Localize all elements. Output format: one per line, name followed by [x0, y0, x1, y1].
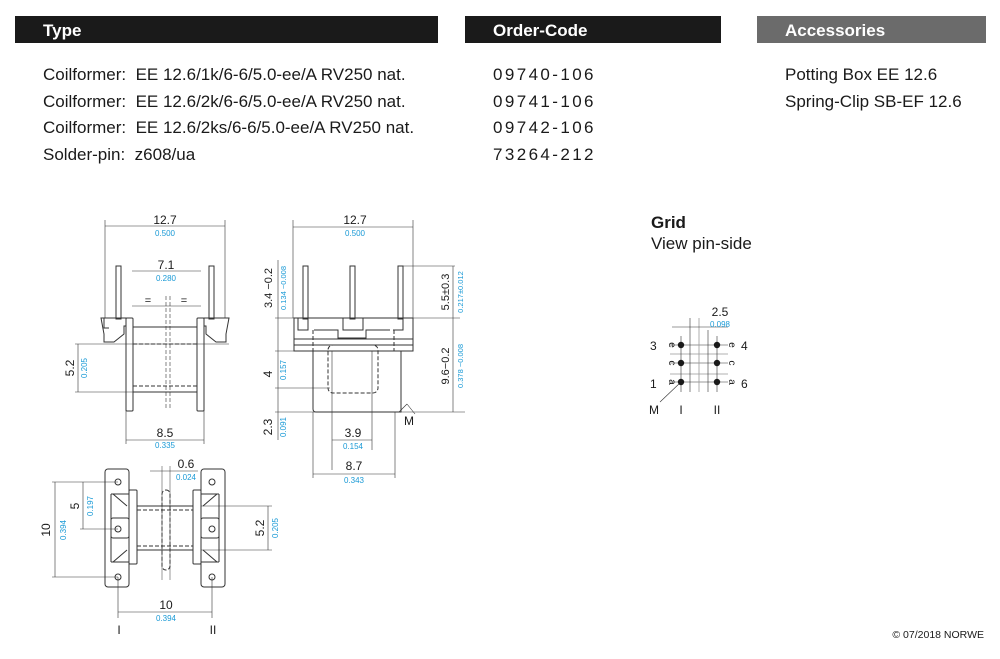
side-window-width-mm: 3.9	[345, 426, 362, 440]
side-window-height-mm: 4	[261, 370, 275, 377]
side-top-height-inch: 0.134 −0.008	[279, 266, 288, 310]
grid-marker-m: M	[649, 403, 659, 417]
grid-letter-c-right: c	[726, 361, 737, 366]
order-code: 73264-212	[493, 144, 596, 164]
side-bottom-height-inch: 0.091	[279, 416, 288, 437]
side-window-width-inch: 0.154	[343, 442, 364, 451]
grid-letter-e-left: e	[666, 342, 677, 348]
side-pin-length-mm: 5.5±0.3	[440, 274, 452, 311]
grid-row-label-i: I	[679, 403, 682, 417]
grid-pin-3: 3	[650, 339, 657, 353]
pin-1	[677, 378, 685, 386]
order-code: 09740-106	[493, 65, 596, 84]
top-pin-row-span-inch: 0.394	[59, 519, 68, 540]
front-width-mm: 12.7	[153, 213, 177, 227]
grid-pin-1: 1	[650, 377, 657, 391]
accessories-list: Potting Box EE 12.6 Spring-Clip SB-EF 12…	[785, 62, 962, 115]
order-code-list: 09740-106 09741-106 09742-106 73264-212	[493, 62, 596, 168]
type-label: Coilformer:	[43, 91, 127, 111]
type-label: Coilformer:	[43, 118, 127, 137]
front-winding-height-mm: 5.2	[63, 359, 77, 376]
top-view-drawing	[52, 466, 272, 618]
type-label: Solder-pin:	[43, 144, 126, 164]
side-base-width-mm: 8.7	[346, 459, 363, 473]
grid-letter-a-right: a	[726, 379, 737, 385]
accessories-header: Accessories	[757, 16, 986, 43]
side-body-height-mm: 9.6−0.2	[440, 347, 452, 384]
grid-letter-a-left: a	[666, 379, 677, 385]
front-view-drawing	[75, 220, 230, 444]
front-winding-height-inch: 0.205	[80, 357, 89, 378]
side-view-drawing	[275, 220, 465, 478]
front-pin-spacing-inch: 0.280	[156, 274, 177, 283]
side-body-height-inch: 0.378 −0.008	[456, 344, 465, 388]
pin-3	[677, 341, 685, 349]
side-width-mm: 12.7	[343, 213, 367, 227]
top-winding-height-mm: 5.2	[253, 519, 267, 536]
front-width-inch: 0.500	[155, 229, 176, 238]
grid-pitch-mm: 2.5	[712, 305, 729, 319]
front-flange-spacing-inch: 0.335	[155, 441, 176, 450]
grid-subtitle: View pin-side	[651, 234, 752, 253]
top-pin-pitch-mm: 5	[68, 502, 82, 509]
order-code: 09742-106	[493, 118, 596, 137]
pin-4	[713, 341, 721, 349]
side-pin-length-inch: 0.217±0.012	[456, 271, 465, 313]
grid-pitch-inch: 0.098	[710, 320, 731, 329]
row-label-i: I	[117, 623, 120, 637]
side-top-height-mm: 3.4 −0.2	[263, 268, 275, 308]
accessory-item: Potting Box EE 12.6	[785, 65, 938, 84]
top-pin-pitch-inch: 0.197	[86, 495, 95, 516]
type-header-label: Type	[43, 21, 82, 40]
grid-letter-c-left: c	[666, 361, 677, 366]
type-value: EE 12.6/1k/6-6/5.0-ee/A RV250 nat.	[135, 65, 406, 84]
grid-heading: Grid View pin-side	[651, 212, 752, 254]
order-code: 09741-106	[493, 91, 596, 111]
type-header: Type	[15, 16, 438, 43]
type-row: Coilformer: EE 12.6/2k/6-6/5.0-ee/A RV25…	[43, 89, 414, 116]
type-label: Coilformer:	[43, 65, 127, 84]
type-row: Solder-pin: z608/ua	[43, 142, 414, 169]
pin-5	[713, 359, 721, 367]
grid-letter-e-right: e	[726, 342, 737, 348]
side-marker-m: M	[404, 414, 414, 428]
front-pin-spacing-mm: 7.1	[158, 258, 175, 272]
type-value: z608/ua	[134, 144, 196, 164]
pin-dots	[677, 341, 721, 386]
pin-6	[713, 378, 721, 386]
pin-2	[677, 359, 685, 367]
type-value: EE 12.6/2ks/6-6/5.0-ee/A RV250 nat.	[135, 118, 415, 137]
copyright: © 07/2018 NORWE	[892, 629, 984, 641]
equal-mark: =	[181, 295, 187, 307]
top-winding-height-inch: 0.205	[271, 517, 280, 538]
top-pin-diameter-inch: 0.024	[176, 473, 197, 482]
order-code-header: Order-Code	[465, 16, 721, 43]
accessory-item: Spring-Clip SB-EF 12.6	[785, 91, 962, 111]
top-pin-row-span-mm: 10	[39, 523, 53, 537]
top-row-spacing-mm: 10	[159, 598, 173, 612]
grid-row-label-ii: II	[714, 403, 721, 417]
grid-pin-6: 6	[741, 377, 748, 391]
type-value: EE 12.6/2k/6-6/5.0-ee/A RV250 nat.	[135, 91, 406, 111]
type-row: Coilformer: EE 12.6/2ks/6-6/5.0-ee/A RV2…	[43, 115, 414, 142]
top-row-spacing-inch: 0.394	[156, 614, 177, 623]
grid-pin-4: 4	[741, 339, 748, 353]
type-list: Coilformer: EE 12.6/1k/6-6/5.0-ee/A RV25…	[43, 62, 414, 168]
side-window-height-inch: 0.157	[279, 359, 288, 380]
accessories-header-label: Accessories	[785, 21, 886, 40]
top-pin-diameter-mm: 0.6	[178, 457, 195, 471]
type-row: Coilformer: EE 12.6/1k/6-6/5.0-ee/A RV25…	[43, 62, 414, 89]
side-base-width-inch: 0.343	[344, 476, 365, 485]
side-bottom-height-mm: 2.3	[261, 418, 275, 435]
grid-title: Grid	[651, 213, 686, 232]
row-label-ii: II	[210, 623, 217, 637]
front-flange-spacing-mm: 8.5	[157, 426, 174, 440]
order-code-header-label: Order-Code	[493, 21, 588, 40]
equal-mark: =	[145, 295, 151, 307]
side-width-inch: 0.500	[345, 229, 366, 238]
